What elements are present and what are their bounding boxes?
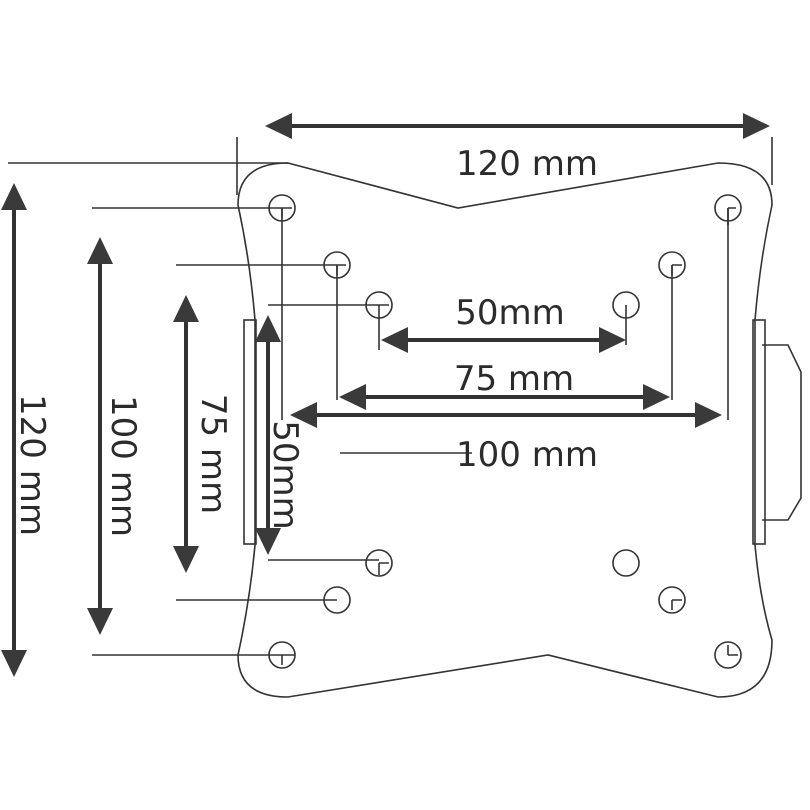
- label-v-100: 100 mm: [103, 395, 143, 537]
- right-slot: [752, 319, 766, 545]
- label-h-100: 100 mm: [456, 435, 598, 475]
- dim-v-75: [173, 295, 199, 573]
- mounting-plate-outline: [237, 162, 773, 698]
- dim-v-50: [255, 315, 281, 555]
- label-v-120: 120 mm: [12, 394, 52, 536]
- label-top-120: 120 mm: [456, 144, 598, 184]
- dim-top-120: [265, 113, 770, 139]
- dim-v-100: [87, 237, 113, 635]
- extension-lines: [8, 137, 773, 656]
- dim-h-100: [290, 402, 722, 428]
- mounting-holes: [268, 194, 742, 669]
- hole-75-bottom-right: [612, 549, 640, 577]
- side-bracket: [762, 344, 802, 521]
- label-h-75: 75 mm: [454, 359, 574, 399]
- dim-h-75: [339, 384, 670, 410]
- label-v-75: 75 mm: [193, 394, 233, 514]
- left-slot: [243, 319, 257, 545]
- dim-h-50: [381, 327, 626, 353]
- label-v-50: 50mm: [265, 420, 305, 530]
- dim-v-120: [1, 183, 27, 677]
- label-h-50: 50mm: [455, 293, 565, 333]
